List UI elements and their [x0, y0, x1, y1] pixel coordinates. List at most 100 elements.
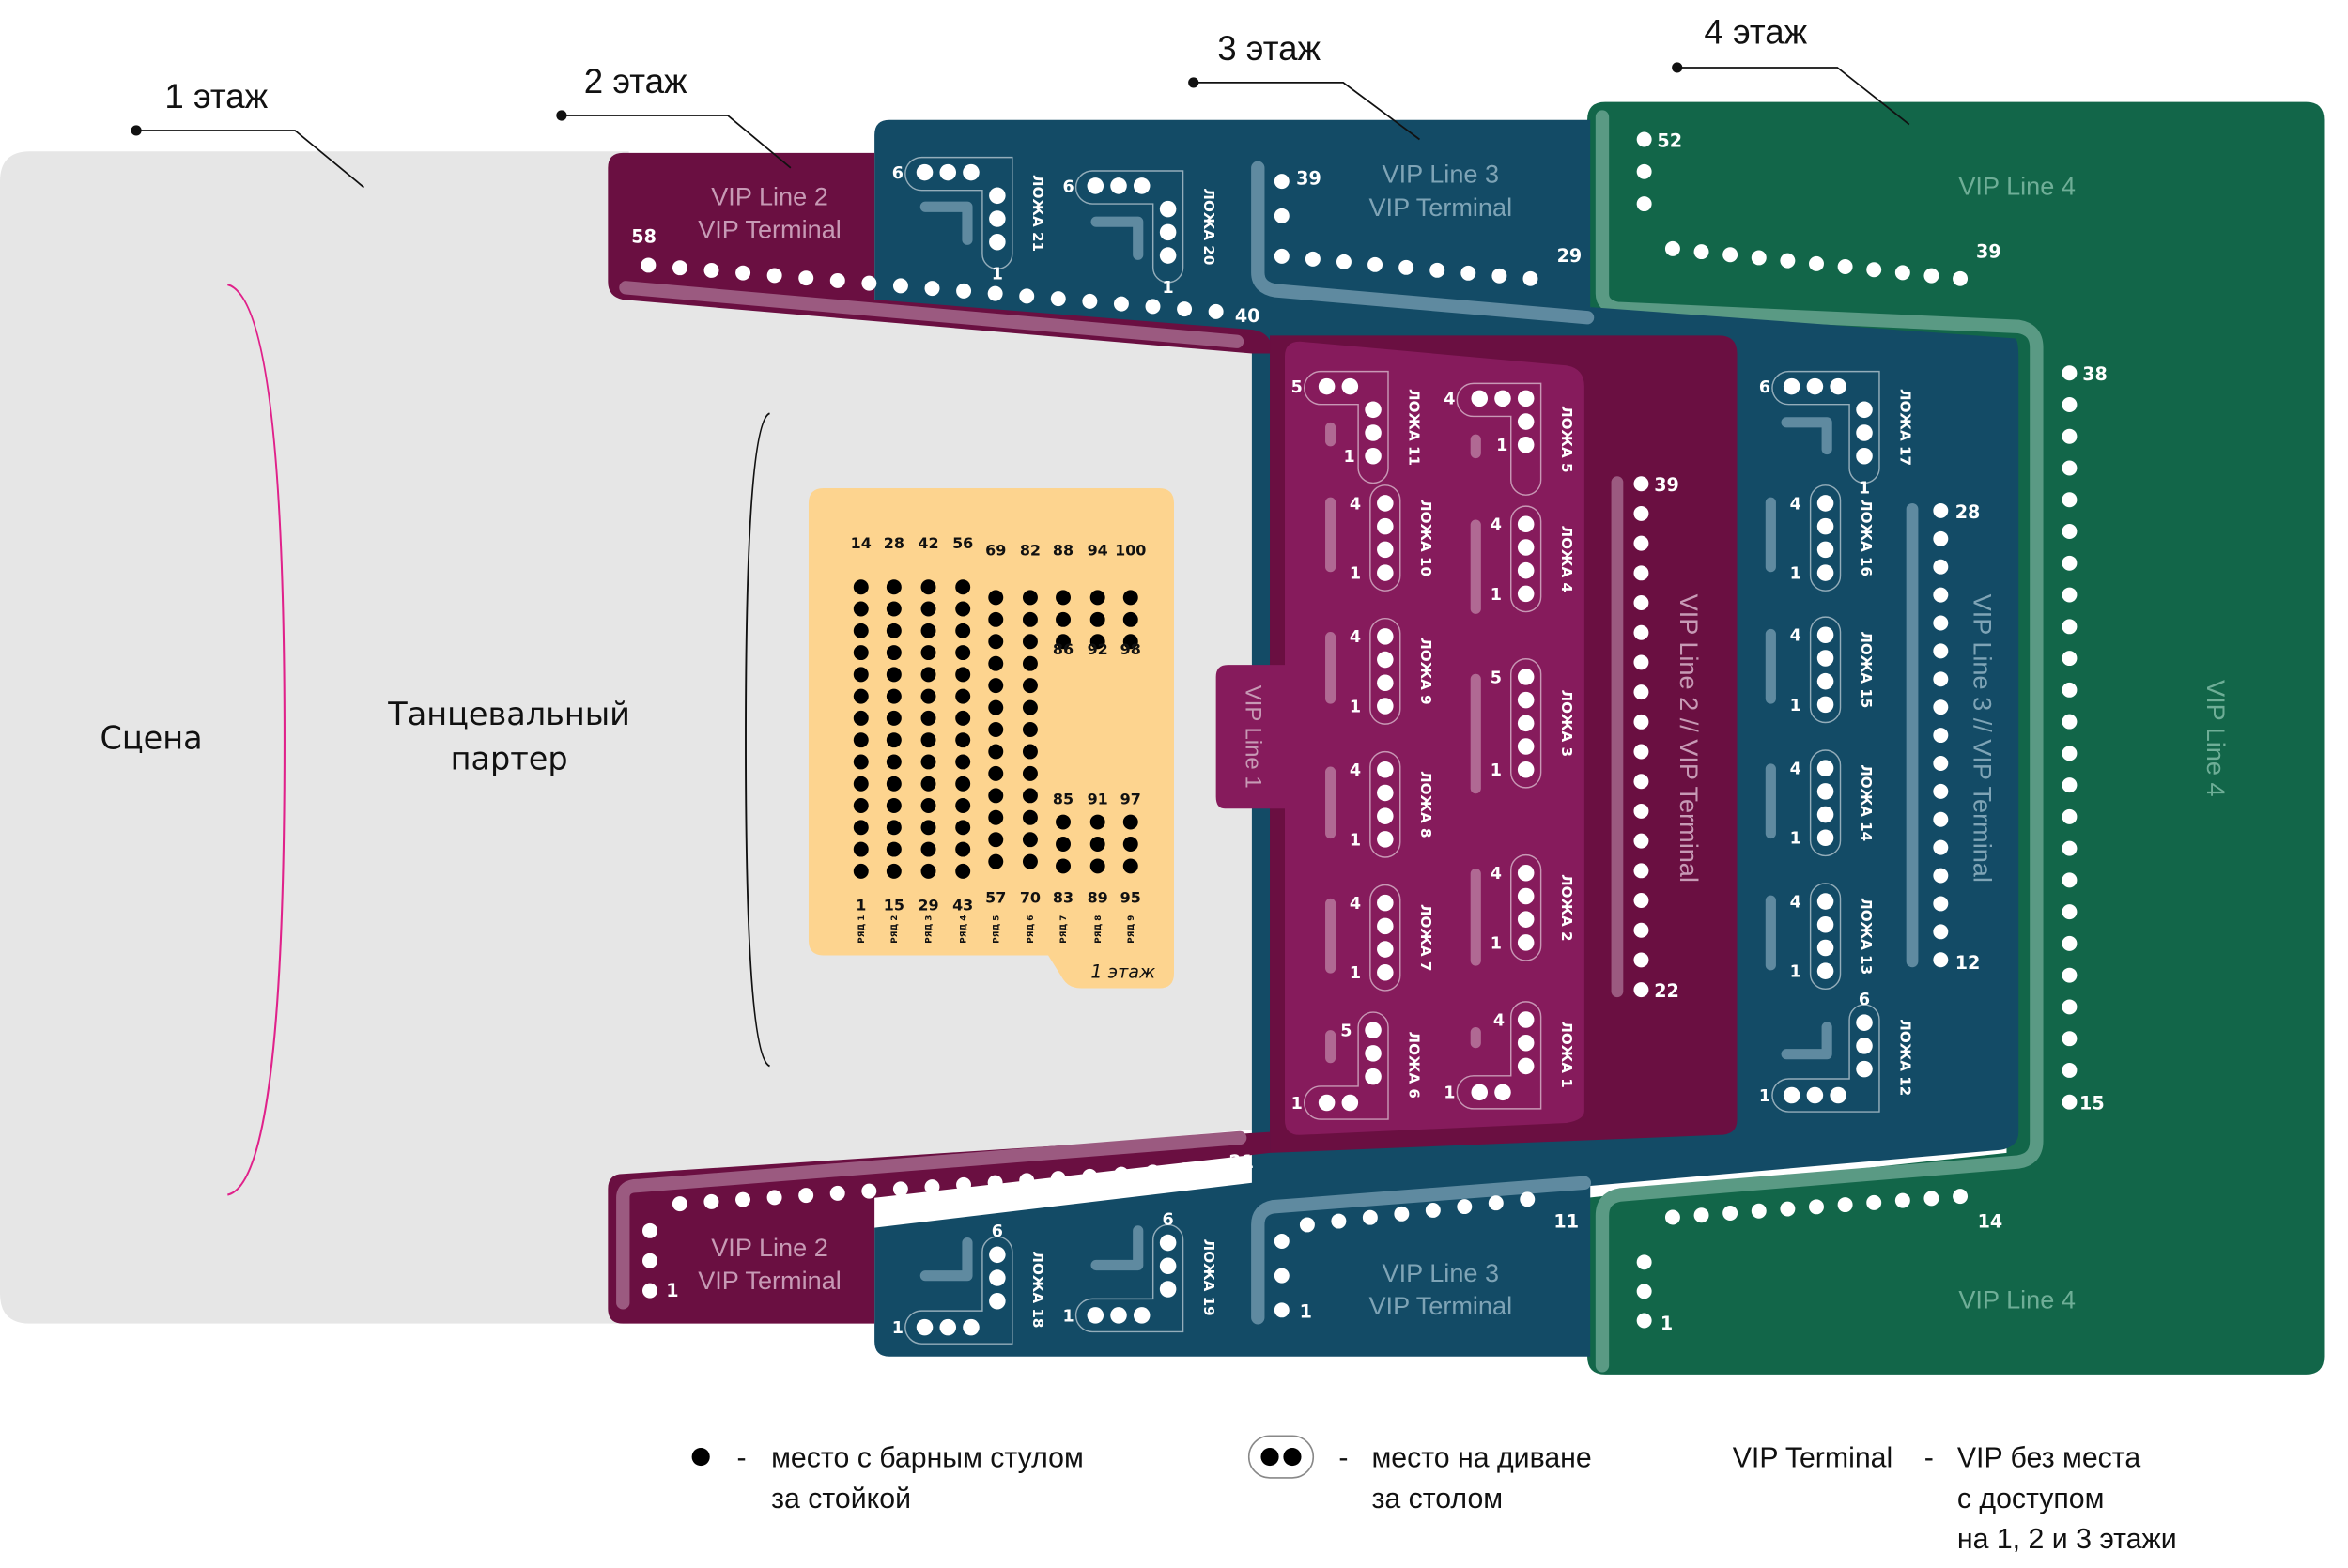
loge-seat[interactable]	[1341, 377, 1359, 395]
vip2-top-seat[interactable]	[1113, 296, 1129, 312]
vip2-top-seat[interactable]	[1177, 301, 1193, 317]
vip2-bottom-seat[interactable]	[1145, 1164, 1161, 1180]
loge-seat[interactable]	[1377, 517, 1394, 535]
loge-seat[interactable]	[1806, 1086, 1824, 1104]
parterre-seat[interactable]	[1122, 590, 1138, 606]
vip3-top-seat[interactable]	[1522, 270, 1538, 286]
vip2-top-seat[interactable]	[829, 272, 845, 288]
parterre-seat[interactable]	[955, 601, 971, 617]
parterre-seat[interactable]	[955, 710, 971, 726]
parterre-seat[interactable]	[920, 732, 936, 748]
loge-seat[interactable]	[1494, 390, 1511, 407]
vip3-top-seat[interactable]	[1367, 256, 1383, 272]
loge-seat[interactable]	[1110, 1307, 1127, 1324]
loge-seat[interactable]	[1377, 674, 1394, 692]
parterre-seat[interactable]	[853, 732, 869, 748]
vip2-vertical-seat[interactable]	[1633, 565, 1649, 581]
parterre-seat[interactable]	[853, 645, 869, 661]
loge-seat[interactable]	[1365, 1022, 1382, 1038]
loge-seat[interactable]	[1377, 964, 1394, 981]
loge-seat[interactable]	[1783, 377, 1800, 395]
parterre-seat[interactable]	[988, 809, 1004, 825]
vip2-vertical-seat[interactable]	[1633, 654, 1649, 670]
loge-seat[interactable]	[1816, 783, 1834, 800]
loge-seat[interactable]	[1517, 390, 1535, 407]
parterre-seat[interactable]	[853, 798, 869, 813]
loge-seat[interactable]	[1377, 564, 1394, 581]
vip2-top-seat[interactable]	[1208, 303, 1224, 319]
vip2-top-seat[interactable]	[1050, 291, 1066, 307]
vip2-bottom-seat[interactable]	[1177, 1162, 1193, 1178]
loge-seat[interactable]	[1377, 541, 1394, 559]
vip2-bottom-seat[interactable]	[1050, 1171, 1066, 1187]
parterre-seat[interactable]	[988, 590, 1004, 606]
loge-seat[interactable]	[1377, 628, 1394, 645]
vip4-bottom-seat[interactable]	[1722, 1206, 1738, 1221]
vip2-bottom-seat[interactable]	[735, 1191, 750, 1207]
parterre-seat[interactable]	[1022, 809, 1038, 825]
vip4-top-seat[interactable]	[1751, 250, 1767, 266]
vip4-bottom-seat[interactable]	[1636, 1284, 1652, 1299]
parterre-seat[interactable]	[955, 776, 971, 792]
vip4-top-seat[interactable]	[1636, 196, 1652, 212]
vip4-bottom-seat[interactable]	[1809, 1199, 1824, 1215]
vip4-top-seat[interactable]	[1894, 265, 1910, 281]
parterre-seat[interactable]	[886, 579, 902, 595]
vip2-vertical-seat[interactable]	[1633, 684, 1649, 700]
vip3-bottom-seat[interactable]	[1394, 1206, 1410, 1222]
loge-seat[interactable]	[989, 210, 1006, 227]
loge-seat[interactable]	[1087, 1307, 1104, 1324]
vip2-top-seat[interactable]	[703, 262, 719, 278]
vip2-top-seat[interactable]	[861, 275, 877, 291]
vip3-bottom-seat[interactable]	[1457, 1199, 1473, 1215]
parterre-seat[interactable]	[988, 788, 1004, 804]
vip2-bottom-seat[interactable]	[672, 1196, 687, 1212]
loge-seat[interactable]	[1377, 807, 1394, 824]
vip2-vertical-seat[interactable]	[1633, 893, 1649, 908]
vip4-right-seat[interactable]	[2062, 840, 2078, 856]
vip3-vertical-seat[interactable]	[1933, 728, 1949, 744]
vip3-top-seat[interactable]	[1336, 254, 1352, 269]
loge-seat[interactable]	[1365, 424, 1382, 441]
vip3-vertical-seat[interactable]	[1933, 530, 1949, 546]
loge-seat[interactable]	[1816, 806, 1834, 823]
loge-seat[interactable]	[1159, 1257, 1177, 1275]
vip2-top-seat[interactable]	[1082, 293, 1098, 309]
loge-seat[interactable]	[1517, 715, 1535, 732]
parterre-seat[interactable]	[886, 732, 902, 748]
vip3-top-seat[interactable]	[1429, 262, 1445, 278]
loge-seat[interactable]	[1517, 1034, 1535, 1052]
parterre-seat[interactable]	[955, 579, 971, 595]
vip4-top-seat[interactable]	[1809, 255, 1824, 271]
parterre-seat[interactable]	[886, 754, 902, 770]
vip2-bottom-seat[interactable]	[1113, 1166, 1129, 1182]
vip4-right-seat[interactable]	[2062, 999, 2078, 1015]
vip4-right-seat[interactable]	[2062, 682, 2078, 698]
parterre-seat[interactable]	[920, 688, 936, 704]
loge-seat[interactable]	[1377, 495, 1394, 512]
vip4-top-seat[interactable]	[1664, 240, 1680, 256]
loge-seat[interactable]	[1517, 864, 1535, 882]
loge-seat[interactable]	[1365, 447, 1382, 465]
vip3-bottom-seat[interactable]	[1274, 1268, 1290, 1284]
parterre-seat[interactable]	[920, 798, 936, 813]
loge-seat[interactable]	[1517, 761, 1535, 778]
vip2-vertical-seat[interactable]	[1633, 982, 1649, 998]
vip3-vertical-seat[interactable]	[1933, 671, 1949, 687]
parterre-seat[interactable]	[886, 798, 902, 813]
vip4-right-seat[interactable]	[2062, 714, 2078, 730]
parterre-seat[interactable]	[853, 863, 869, 879]
vip2-bottom-seat[interactable]	[641, 1253, 657, 1268]
parterre-seat[interactable]	[886, 820, 902, 836]
vip2-bottom-seat[interactable]	[987, 1175, 1003, 1191]
parterre-seat[interactable]	[1089, 634, 1105, 650]
